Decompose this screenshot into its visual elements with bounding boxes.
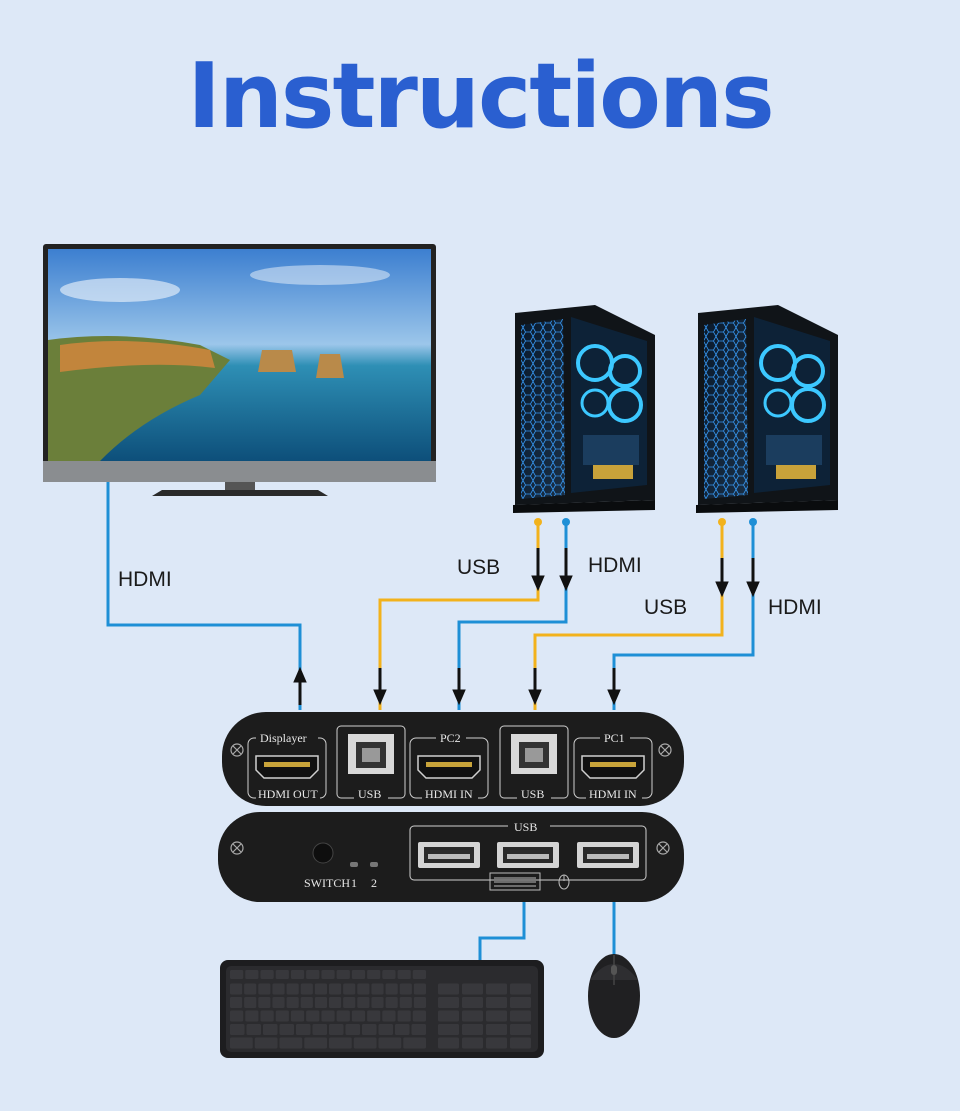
mouse-glyph-icon xyxy=(558,874,570,890)
keyboard-icon xyxy=(220,960,544,1058)
hdmi-in-port-pc1 xyxy=(581,755,645,779)
usb-cable-keyboard xyxy=(478,900,526,964)
keyboard-glyph-icon xyxy=(489,872,541,891)
hdmi-cable-display xyxy=(106,482,302,710)
label-pc1-usb: USB xyxy=(644,596,687,619)
switch-button[interactable] xyxy=(312,842,334,864)
hdmi-cable-pc2 xyxy=(457,522,568,710)
usb-a-port xyxy=(577,842,639,868)
usb-a-port xyxy=(418,842,480,868)
label-pc2: PC2 xyxy=(440,731,461,745)
mouse-icon xyxy=(588,954,640,1038)
kvm-switch-icon: Displayer HDMI OUT USB PC2 HDMI IN USB P… xyxy=(222,712,684,806)
label-pc1: PC1 xyxy=(604,731,625,745)
label-display-hdmi: HDMI xyxy=(118,568,172,591)
label-hdmi-in-pc1: HDMI IN xyxy=(589,787,637,801)
label-usb-pc2: USB xyxy=(358,787,381,801)
tv-monitor-icon xyxy=(43,244,436,496)
label-usb-hub: USB xyxy=(514,820,537,834)
pc-tower-icon xyxy=(513,305,655,513)
usb-b-port-pc2 xyxy=(348,734,394,774)
usb-cable-pc1 xyxy=(533,522,724,710)
hdmi-out-port xyxy=(255,755,319,779)
label-led-1: 1 xyxy=(351,876,357,890)
label-led-2: 2 xyxy=(371,876,377,890)
arrow-icon xyxy=(293,548,760,706)
label-usb-pc1: USB xyxy=(521,787,544,801)
kvm-switch-back: SWITCH 1 2 USB xyxy=(218,812,684,902)
label-switch: SWITCH xyxy=(304,876,350,890)
pc-tower-icon xyxy=(696,305,838,513)
label-hdmi-out: HDMI OUT xyxy=(258,787,318,801)
label-pc2-hdmi: HDMI xyxy=(588,554,642,577)
usb-b-port-pc1 xyxy=(511,734,557,774)
label-pc1-hdmi: HDMI xyxy=(768,596,822,619)
label-pc2-usb: USB xyxy=(457,556,500,579)
usb-a-port xyxy=(497,842,559,868)
hdmi-in-port-pc2 xyxy=(417,755,481,779)
label-hdmi-in-pc2: HDMI IN xyxy=(425,787,473,801)
page-title: Instructions xyxy=(187,44,774,149)
label-displayer: Displayer xyxy=(260,731,307,745)
